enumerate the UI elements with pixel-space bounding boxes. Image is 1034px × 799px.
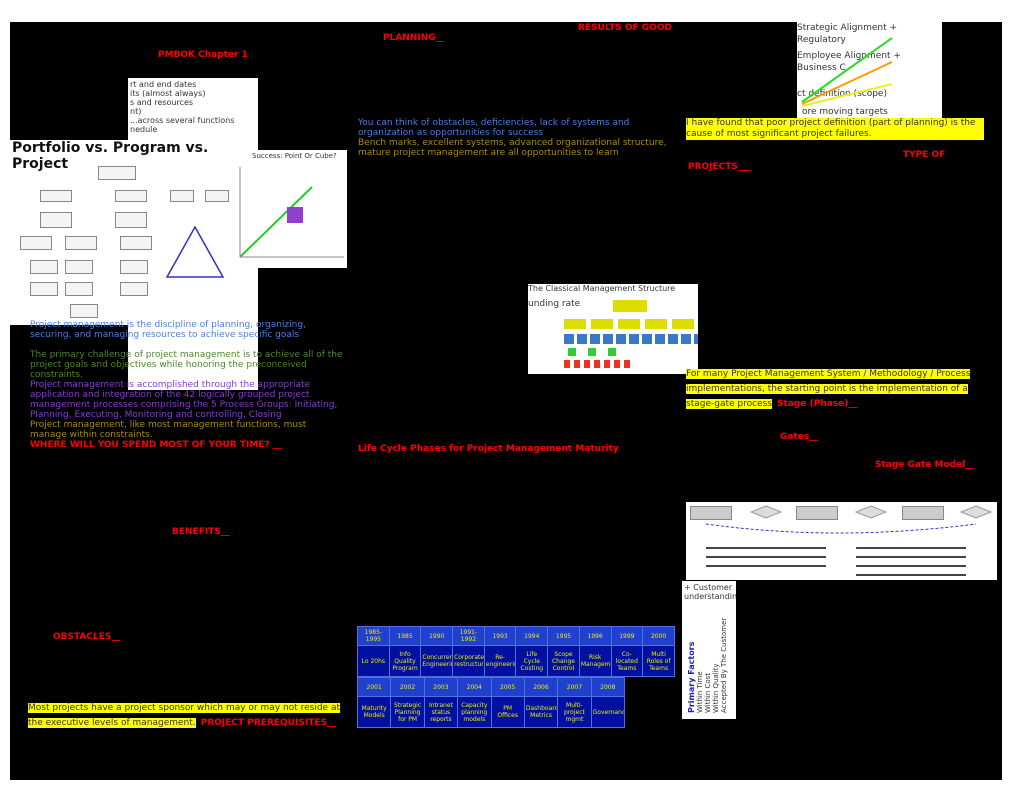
constraints-note: Project management, like most management… <box>30 420 307 440</box>
pyramid-line: rt and end dates <box>130 80 197 89</box>
employee-text: Employee Alignment + Business C <box>797 51 901 73</box>
pyramid-line: nt) <box>130 107 142 116</box>
timeline-year: 2001 <box>356 677 392 697</box>
timeline-event: Multi Roles of Teams <box>642 645 675 677</box>
timeline-event: Concurrent Engineering <box>420 645 454 677</box>
factor-item: Within Cost <box>704 672 712 713</box>
pyramid-line: its (almost always) <box>130 89 206 98</box>
gates-label: Gates__ <box>780 432 819 442</box>
customer-text: + Customer understanding <box>684 583 736 601</box>
timeline-event: Maturity Models <box>356 696 392 728</box>
timeline-year: 2007 <box>557 677 592 697</box>
center-notes: You can think of obstacles, deficiencies… <box>358 118 678 158</box>
timeline-event: Governance <box>590 696 626 728</box>
timeline-event: Strategic Planning for PM <box>390 696 425 728</box>
planning-label: PLANNING__ <box>383 33 445 43</box>
alignment-image: Strategic Alignment + Regulatory Employe… <box>797 22 942 118</box>
funding-text: unding rate <box>528 299 581 309</box>
timeline-year: 2006 <box>523 677 559 697</box>
scope-text: ct definition (scope) <box>797 89 887 99</box>
timeline-year: 1995 <box>547 626 580 646</box>
timeline-event: Corporate restructuring <box>452 645 485 677</box>
factor-item: Accepted By The Customer <box>720 617 728 713</box>
type-of-label: TYPE OF <box>903 150 946 160</box>
timeline-year: 1985 <box>388 626 422 646</box>
timeline-year: 1990 <box>420 626 454 646</box>
timeline-year: 1985-1995 <box>357 626 390 646</box>
org-title: The Classical Management Structure <box>528 284 676 293</box>
obstacles-label: OBSTACLES__ <box>53 632 121 642</box>
results-label: RESULTS OF GOOD <box>578 23 672 33</box>
timeline-year: 2000 <box>642 626 675 646</box>
stage-gate-note-wrap: For many Project Management System / Met… <box>686 365 981 410</box>
timeline-event: Info Quality Program <box>388 645 422 677</box>
timeline-year: 2004 <box>457 677 492 697</box>
definition-note: Project management is the discipline of … <box>30 320 306 340</box>
timeline-year: 2002 <box>390 677 425 697</box>
org-structure-image: The Classical Management Structure undin… <box>528 284 698 374</box>
stage-gate-image <box>686 502 997 580</box>
primary-factors-image: + Customer understanding Primary Factors… <box>682 581 736 719</box>
timeline-year: 1999 <box>610 626 644 646</box>
left-notes: Project management is the discipline of … <box>30 320 345 450</box>
timeline-year: 1994 <box>515 626 549 646</box>
triangle-icon <box>165 225 225 278</box>
poor-definition-note: I have found that poor project definitio… <box>686 118 984 140</box>
timeline-event: Multi-project mgmt <box>557 696 592 728</box>
timeline-event: Risk Management <box>578 645 612 677</box>
timeline-event: Lo 20hs <box>357 645 390 677</box>
timeline-year: 1993 <box>483 626 517 646</box>
obstacles-opportunities-note: You can think of obstacles, deficiencies… <box>358 118 630 138</box>
sponsor-note-wrap: Most projects have a project sponsor whi… <box>28 699 348 729</box>
stage-gate-model-label: Stage Gate Model__ <box>875 460 975 470</box>
benchmarks-note: Bench marks, excellent systems, advanced… <box>358 138 667 158</box>
pyramid-line: ...across several functions <box>130 116 235 125</box>
timeline-year: 1991-1992 <box>452 626 485 646</box>
timeline-event: Co-located Teams <box>610 645 644 677</box>
timeline-event: PM Offices <box>490 696 525 728</box>
portfolio-title: Portfolio vs. Program vs. Project <box>12 140 209 172</box>
portfolio-image: Portfolio vs. Program vs. Project <box>10 140 258 325</box>
pyramid-line: s and resources <box>130 98 194 107</box>
challenge-note: The primary challenge of project managem… <box>30 350 343 380</box>
pmbok-label: PMBOK Chapter 1 <box>158 50 248 60</box>
where-time-label: WHERE WILL YOU SPEND MOST OF YOUR TIME? … <box>30 440 282 450</box>
timeline-event: Intranet status reports <box>423 696 459 728</box>
projects-label: PROJECTS___ <box>688 162 752 172</box>
life-cycle-label: Life Cycle Phases for Project Management… <box>358 444 619 454</box>
prerequisites-label: PROJECT PREREQUISITES__ <box>200 718 336 728</box>
timeline-event: Capacity planning models <box>457 696 492 728</box>
success-title: Success: Point Or Cube? <box>252 152 337 160</box>
factor-item: Within Quality <box>712 663 720 713</box>
timeline-year: 1996 <box>578 626 612 646</box>
success-chart-image: Success: Point Or Cube? <box>232 150 347 268</box>
processes-note: Project management is accomplished throu… <box>30 380 338 420</box>
timeline-year: 2003 <box>423 677 459 697</box>
timeline-event: Re-engineering <box>483 645 517 677</box>
stage-phase-label: Stage (Phase)__ <box>777 399 858 409</box>
timeline-event: Dashboard Metrics <box>523 696 559 728</box>
benefits-label: BENEFITS__ <box>172 527 230 537</box>
timeline-event: Life Cycle Costing <box>515 645 549 677</box>
timeline-event: Scope Change Control <box>547 645 580 677</box>
primary-factors-title: Primary Factors <box>687 641 696 713</box>
strategic-text: Strategic Alignment + Regulatory <box>797 23 898 45</box>
moving-targets-text: ore moving targets <box>802 107 888 117</box>
factor-item: Within Time <box>696 671 704 713</box>
timeline-year: 2008 <box>590 677 626 697</box>
timeline-year: 2005 <box>490 677 525 697</box>
pyramid-line: nedule <box>130 125 158 134</box>
